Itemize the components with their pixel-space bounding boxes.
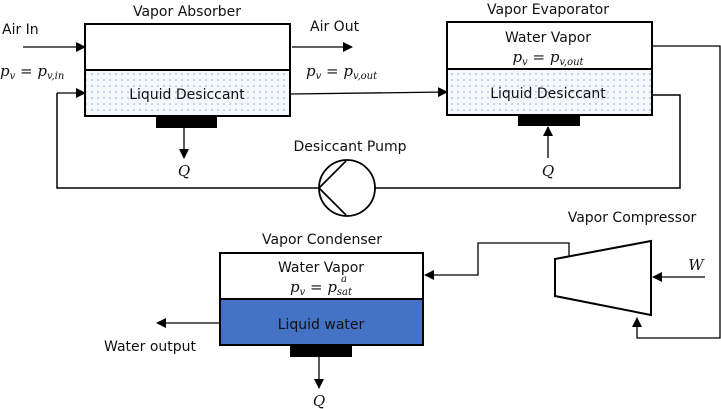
evaporator-liquid-label: Liquid Desiccant [490, 86, 606, 102]
compressor-title: Vapor Compressor [568, 210, 697, 226]
desiccant-return-line-right [375, 94, 681, 189]
water-output-label: Water output [104, 339, 197, 355]
absorber-desiccant-layer [84, 69, 291, 117]
evaporator-pv-equation: pv = pv,out [512, 48, 584, 68]
pump-title: Desiccant Pump [294, 139, 407, 155]
desiccant-return-line-left [56, 93, 319, 189]
absorber-liquid-label: Liquid Desiccant [129, 87, 245, 103]
condenser-vapor-label: Water Vapor [278, 260, 364, 276]
air-in-label: Air In [2, 22, 39, 38]
absorber-title: Vapor Absorber [133, 4, 241, 20]
svg-text:pv = pv,out: pv = pv,out [306, 62, 378, 82]
evaporator-heat-label: Q [542, 162, 554, 180]
condenser-pv-equation: pv = psat a [290, 274, 353, 298]
pv-out-equation: pv = pv,out [306, 62, 378, 82]
evaporator-vapor-label: Water Vapor [505, 30, 591, 46]
vapor-compressor-icon [554, 239, 652, 317]
air-out-label: Air Out [310, 19, 360, 35]
svg-text:pv = pv,out: pv = pv,out [512, 48, 584, 68]
evaporator-heat-plate [518, 115, 580, 126]
svg-text:pv = pv,in: pv = pv,in [0, 62, 64, 82]
work-label: W [688, 256, 705, 274]
absorber-tank [84, 23, 291, 117]
svg-text:pv = psat: pv = psat [290, 278, 353, 298]
condenser-title: Vapor Condenser [262, 232, 382, 248]
condenser-liquid-layer [219, 298, 424, 346]
vapor-to-compressor-line [632, 45, 721, 339]
desiccant-pump-icon [318, 159, 376, 217]
condenser-liquid-label: Liquid water [278, 317, 365, 333]
evaporator-title: Vapor Evaporator [487, 2, 609, 18]
condenser-tank [219, 252, 424, 346]
pv-in-equation: pv = pv,in [0, 62, 64, 82]
condenser-heat-plate [290, 346, 352, 357]
svg-text:a: a [341, 274, 347, 285]
absorber-heat-label: Q [178, 162, 190, 180]
absorber-heat-plate [156, 117, 217, 128]
desiccant-to-evaporator-line [289, 87, 448, 98]
vapor-to-condenser-line [424, 242, 570, 280]
evaporator-tank [446, 21, 653, 116]
condenser-heat-label: Q [313, 392, 325, 409]
